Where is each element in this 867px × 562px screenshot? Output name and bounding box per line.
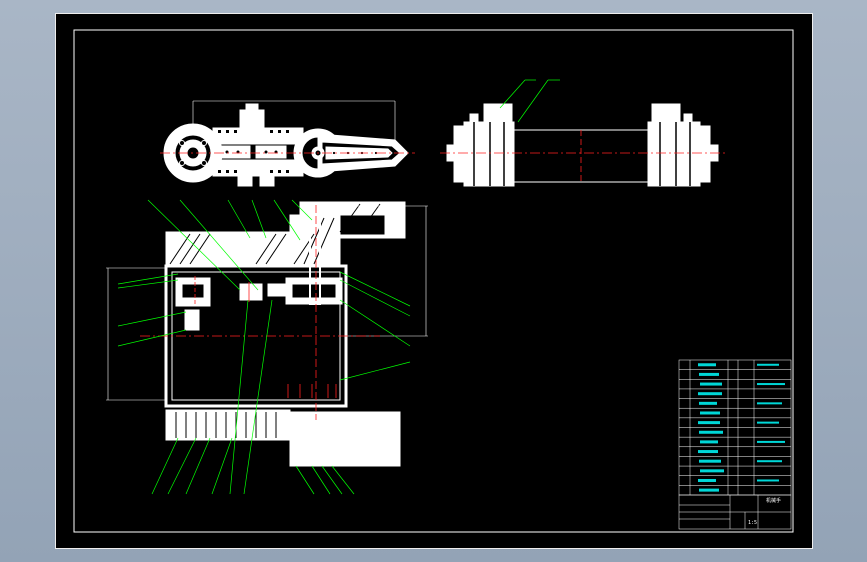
parts-list-material-mark — [757, 479, 779, 482]
parts-list-material-mark — [757, 440, 785, 443]
title-block-scale: 1:5 — [748, 520, 757, 526]
inner-frame — [73, 29, 794, 533]
parts-list-entry-mark — [698, 363, 716, 367]
parts-list-material-mark — [757, 383, 785, 386]
cylinder-leaders — [499, 79, 560, 123]
parts-list-entry-mark — [699, 372, 719, 376]
parts-list-entry-mark — [700, 440, 718, 444]
parts-list-entries — [698, 363, 785, 492]
parts-list-material-mark — [757, 421, 779, 424]
section-leaders — [117, 199, 411, 495]
parts-list-material-mark — [757, 402, 782, 405]
title-block — [678, 494, 792, 530]
parts-list-table — [678, 359, 792, 496]
front-section-view — [106, 201, 428, 467]
section-center-lines — [140, 205, 380, 420]
parts-list-entry-mark — [698, 450, 718, 454]
parts-list-entry-mark — [699, 430, 723, 434]
parts-list-entry-mark — [699, 459, 721, 463]
parts-list-entry-mark — [700, 469, 724, 473]
parts-list-entry-mark — [698, 392, 722, 396]
parts-list-entry-mark — [698, 421, 720, 425]
side-view-cylinder — [446, 103, 719, 187]
parts-list-material-mark — [757, 460, 782, 463]
parts-list-entry-mark — [699, 488, 719, 492]
parts-list-entry-mark — [700, 411, 720, 415]
parts-list-entry-mark — [700, 382, 722, 386]
parts-list-entry-mark — [699, 401, 717, 405]
title-block-name: 机械手 — [766, 497, 781, 504]
parts-list-entry-mark — [698, 478, 716, 482]
parts-list-material-mark — [757, 363, 779, 366]
top-view-arm — [163, 100, 409, 187]
